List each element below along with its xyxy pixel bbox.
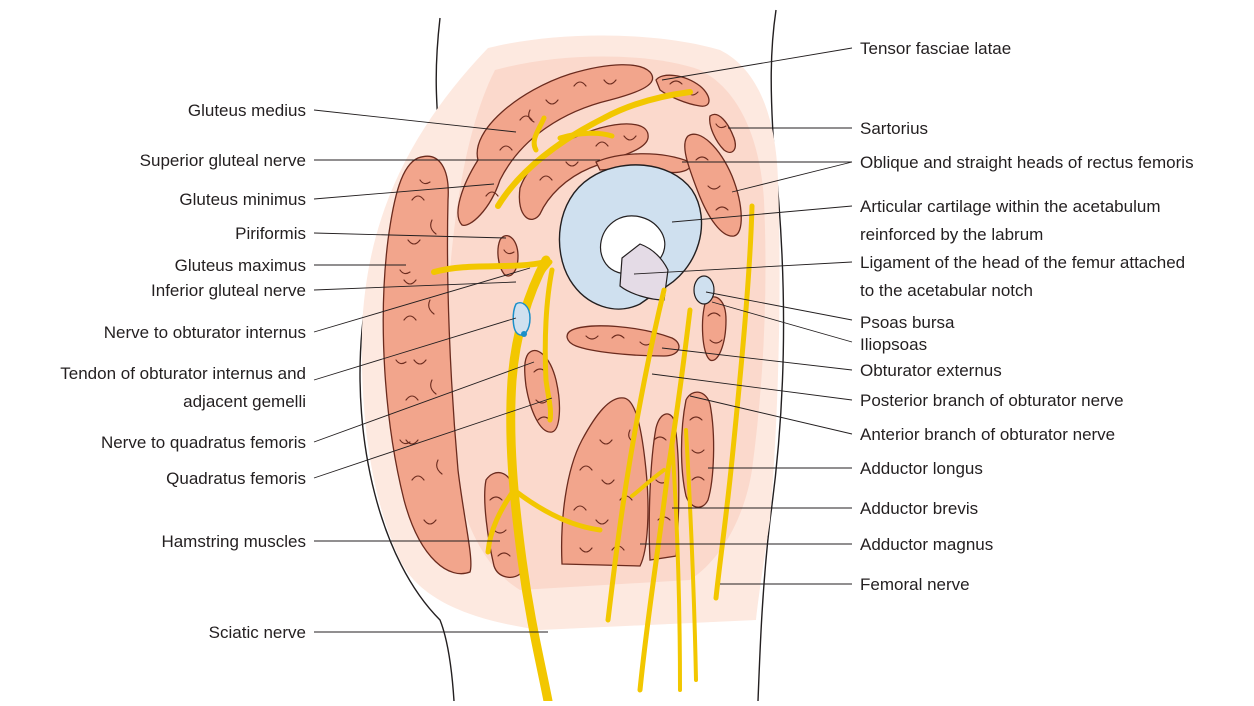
labels-right: Tensor fasciae latae Sartorius Oblique a… bbox=[860, 39, 1194, 594]
label-sciatic-nerve: Sciatic nerve bbox=[209, 623, 306, 642]
label-inferior-gluteal-nerve: Inferior gluteal nerve bbox=[151, 281, 306, 300]
label-ligament-of-head-line2: to the acetabular notch bbox=[860, 281, 1033, 300]
label-nerve-to-obturator-internus: Nerve to obturator internus bbox=[104, 323, 306, 342]
label-gluteus-maximus: Gluteus maximus bbox=[175, 256, 306, 275]
label-tendon-of-obturator-internus-line2: adjacent gemelli bbox=[183, 392, 306, 411]
label-tensor-fasciae-latae: Tensor fasciae latae bbox=[860, 39, 1011, 58]
label-rectus-femoris-heads: Oblique and straight heads of rectus fem… bbox=[860, 153, 1194, 172]
label-quadratus-femoris: Quadratus femoris bbox=[166, 469, 306, 488]
label-adductor-magnus: Adductor magnus bbox=[860, 535, 993, 554]
label-gluteus-minimus: Gluteus minimus bbox=[179, 190, 306, 209]
label-adductor-brevis: Adductor brevis bbox=[860, 499, 978, 518]
psoas-bursa bbox=[694, 276, 714, 304]
label-femoral-nerve: Femoral nerve bbox=[860, 575, 970, 594]
labels-left: Gluteus medius Superior gluteal nerve Gl… bbox=[60, 101, 306, 642]
label-ligament-of-head-line1: Ligament of the head of the femur attach… bbox=[860, 253, 1185, 272]
label-sartorius: Sartorius bbox=[860, 119, 928, 138]
label-nerve-to-quadratus-femoris: Nerve to quadratus femoris bbox=[101, 433, 306, 452]
label-posterior-branch-obturator-nerve: Posterior branch of obturator nerve bbox=[860, 391, 1124, 410]
label-articular-cartilage-line1: Articular cartilage within the acetabulu… bbox=[860, 197, 1160, 216]
label-piriformis: Piriformis bbox=[235, 224, 306, 243]
label-hamstring-muscles: Hamstring muscles bbox=[161, 532, 306, 551]
label-iliopsoas: Iliopsoas bbox=[860, 335, 927, 354]
label-superior-gluteal-nerve: Superior gluteal nerve bbox=[140, 151, 306, 170]
tendon-of-obturator-internus bbox=[513, 303, 530, 335]
label-psoas-bursa: Psoas bursa bbox=[860, 313, 955, 332]
label-obturator-externus: Obturator externus bbox=[860, 361, 1002, 380]
label-anterior-branch-obturator-nerve: Anterior branch of obturator nerve bbox=[860, 425, 1115, 444]
label-articular-cartilage-line2: reinforced by the labrum bbox=[860, 225, 1043, 244]
label-gluteus-medius: Gluteus medius bbox=[188, 101, 306, 120]
label-tendon-of-obturator-internus-line1: Tendon of obturator internus and bbox=[60, 364, 306, 383]
piriformis bbox=[498, 236, 518, 276]
label-adductor-longus: Adductor longus bbox=[860, 459, 983, 478]
